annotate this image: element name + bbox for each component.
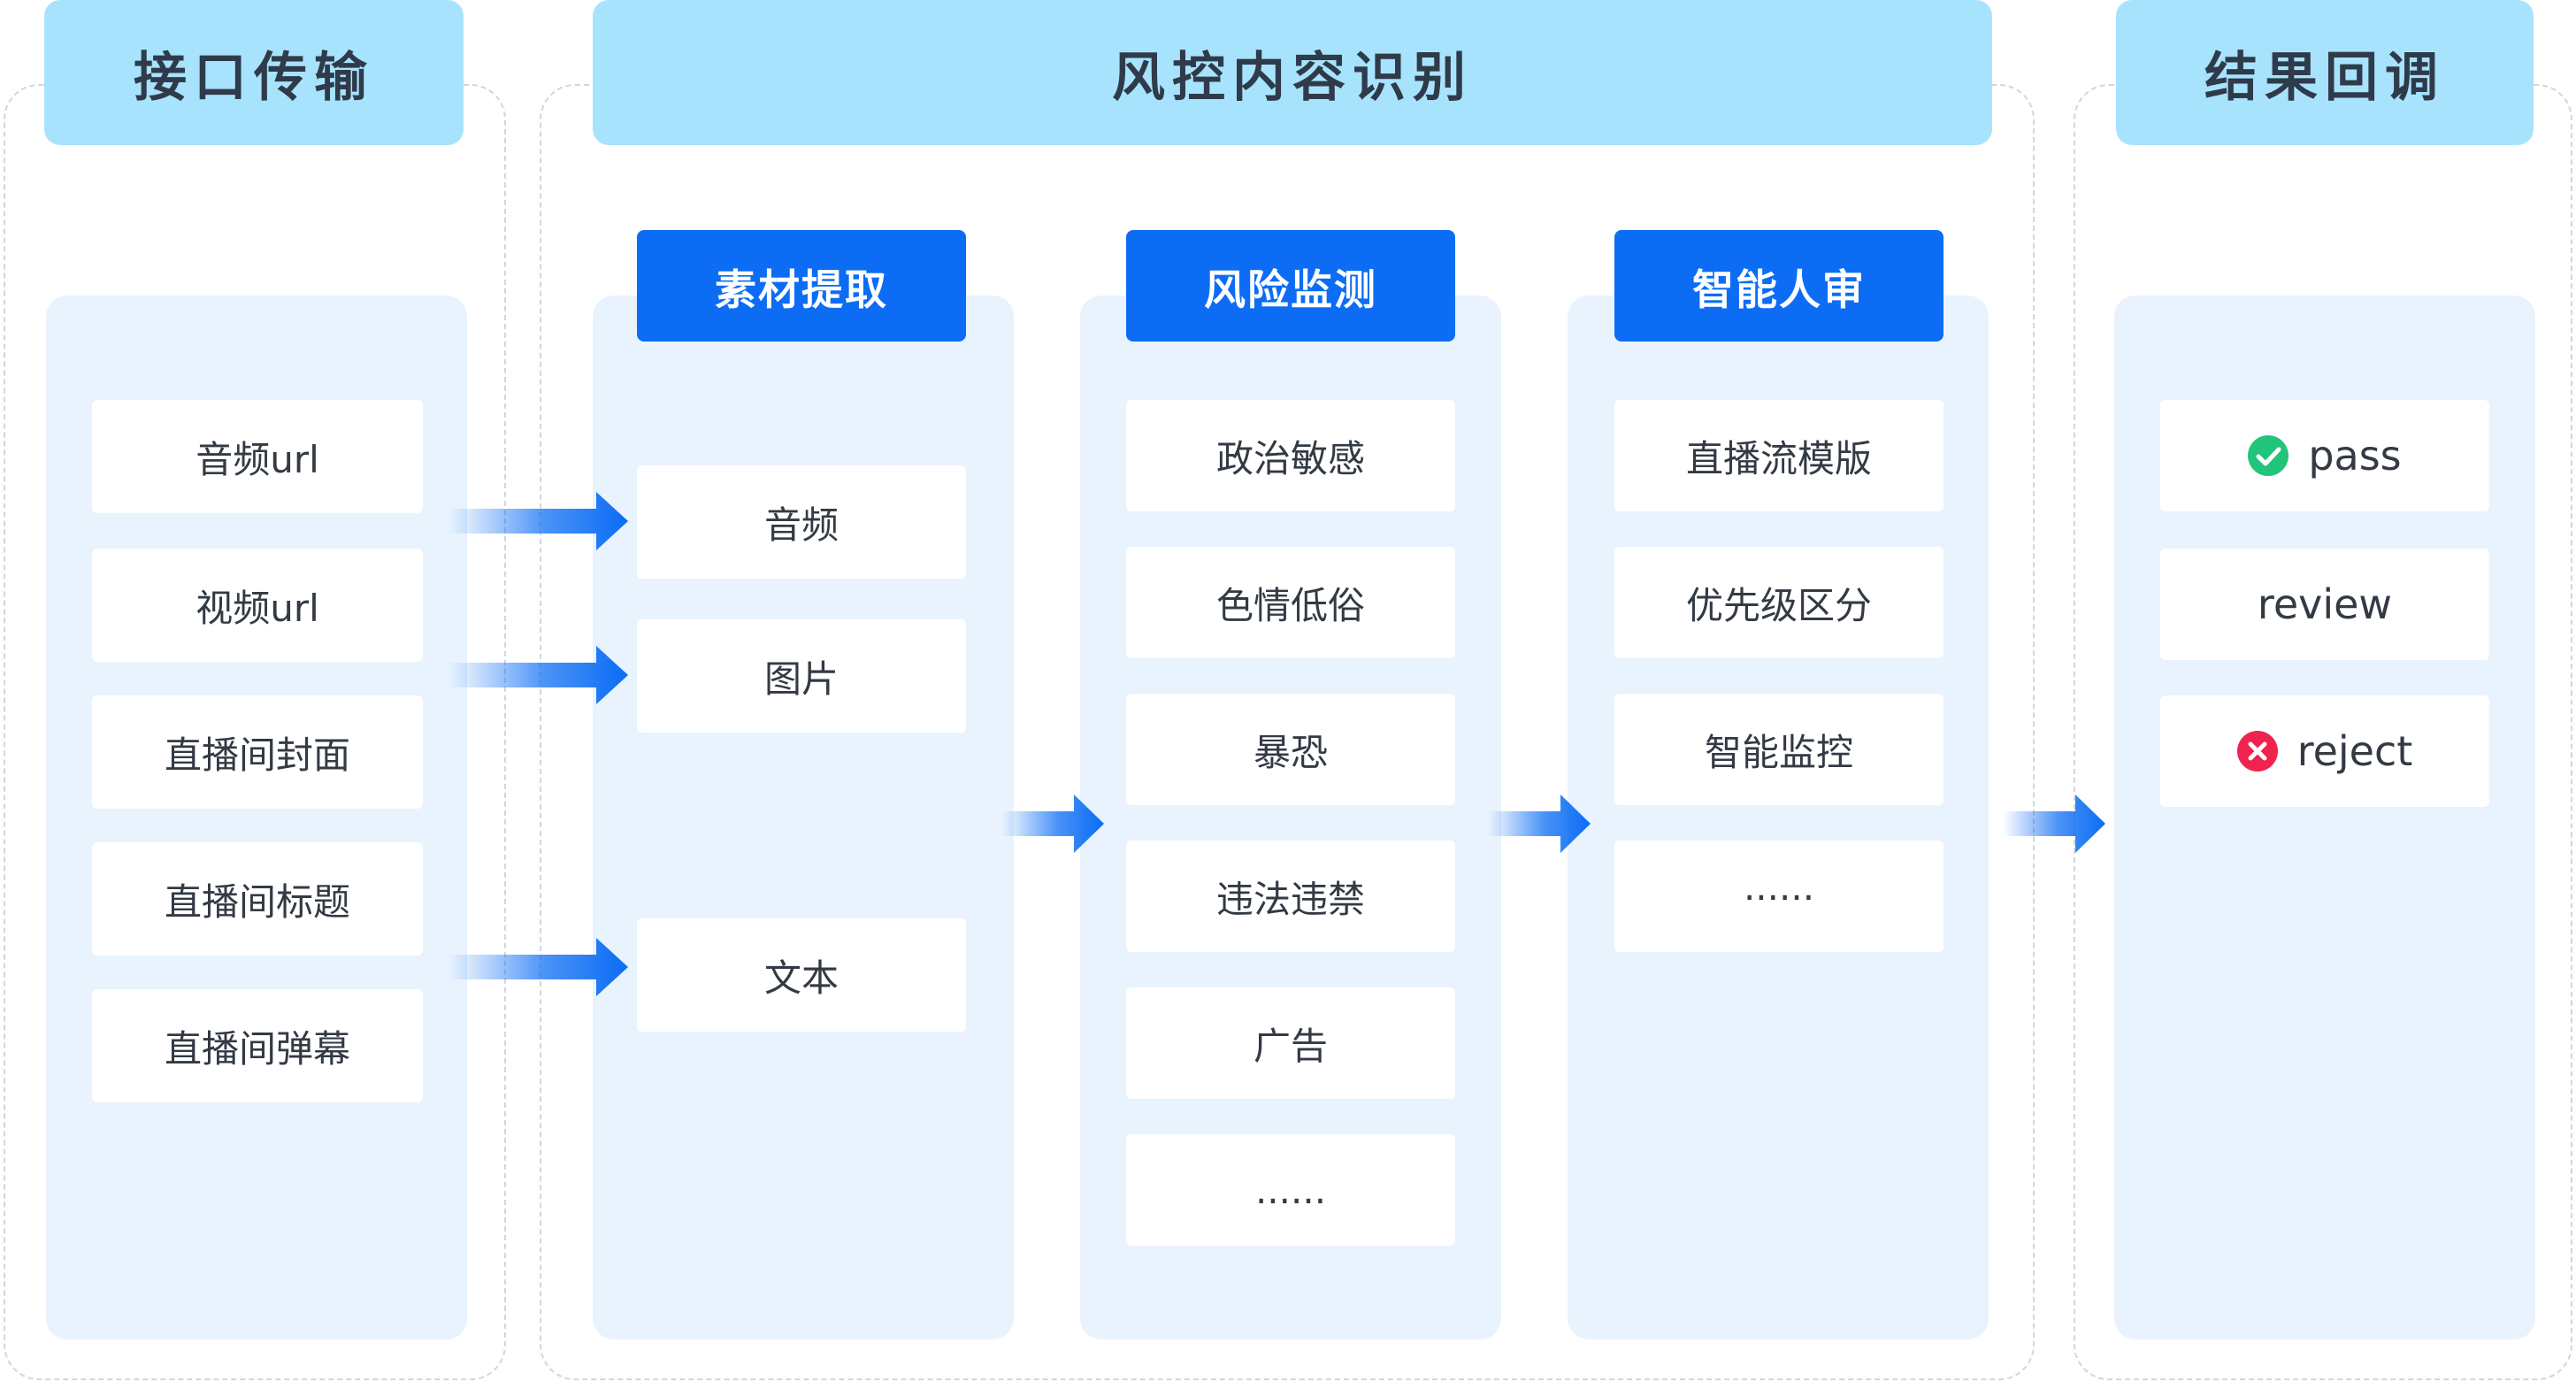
extraction-column-title: 素材提取	[637, 230, 966, 342]
risk-item-more: ......	[1126, 1134, 1455, 1246]
arrow-icon	[448, 938, 628, 996]
interface-section-title: 接口传输	[44, 0, 464, 145]
result-pass-label: pass	[2308, 432, 2402, 480]
result-pass: pass	[2160, 400, 2489, 511]
result-review-label: review	[2257, 580, 2393, 628]
arrow-icon	[1488, 795, 1591, 853]
review-item-monitoring: 智能监控	[1614, 694, 1944, 805]
callback-section-title: 结果回调	[2116, 0, 2534, 145]
review-item-live-template: 直播流模版	[1614, 400, 1944, 511]
risk-item-porn: 色情低俗	[1126, 547, 1455, 658]
result-reject-label: reject	[2296, 727, 2413, 775]
extraction-item-image: 图片	[637, 619, 966, 733]
review-column-title: 智能人审	[1614, 230, 1944, 342]
extraction-panel	[593, 296, 1014, 1340]
interface-item-video-url: 视频url	[92, 549, 423, 662]
review-item-priority: 优先级区分	[1614, 547, 1944, 658]
interface-item-live-cover: 直播间封面	[92, 695, 423, 809]
result-review: review	[2160, 549, 2489, 660]
risk-column-title: 风险监测	[1126, 230, 1455, 342]
interface-item-live-danmaku: 直播间弹幕	[92, 989, 423, 1102]
x-circle-icon	[2236, 731, 2278, 772]
risk-item-ads: 广告	[1126, 987, 1455, 1099]
arrow-icon	[1001, 795, 1104, 853]
check-circle-icon	[2248, 435, 2289, 476]
result-reject: reject	[2160, 695, 2489, 807]
risk-item-terror: 暴恐	[1126, 694, 1455, 805]
arrow-icon	[2003, 795, 2105, 853]
arrow-icon	[448, 492, 628, 550]
recognition-section-title: 风控内容识别	[593, 0, 1992, 145]
risk-item-political: 政治敏感	[1126, 400, 1455, 511]
risk-item-illegal: 违法违禁	[1126, 841, 1455, 952]
review-item-more: ......	[1614, 841, 1944, 952]
extraction-item-text: 文本	[637, 918, 966, 1032]
arrow-icon	[448, 646, 628, 704]
interface-item-live-title: 直播间标题	[92, 842, 423, 956]
extraction-item-audio: 音频	[637, 465, 966, 579]
interface-item-audio-url: 音频url	[92, 400, 423, 513]
